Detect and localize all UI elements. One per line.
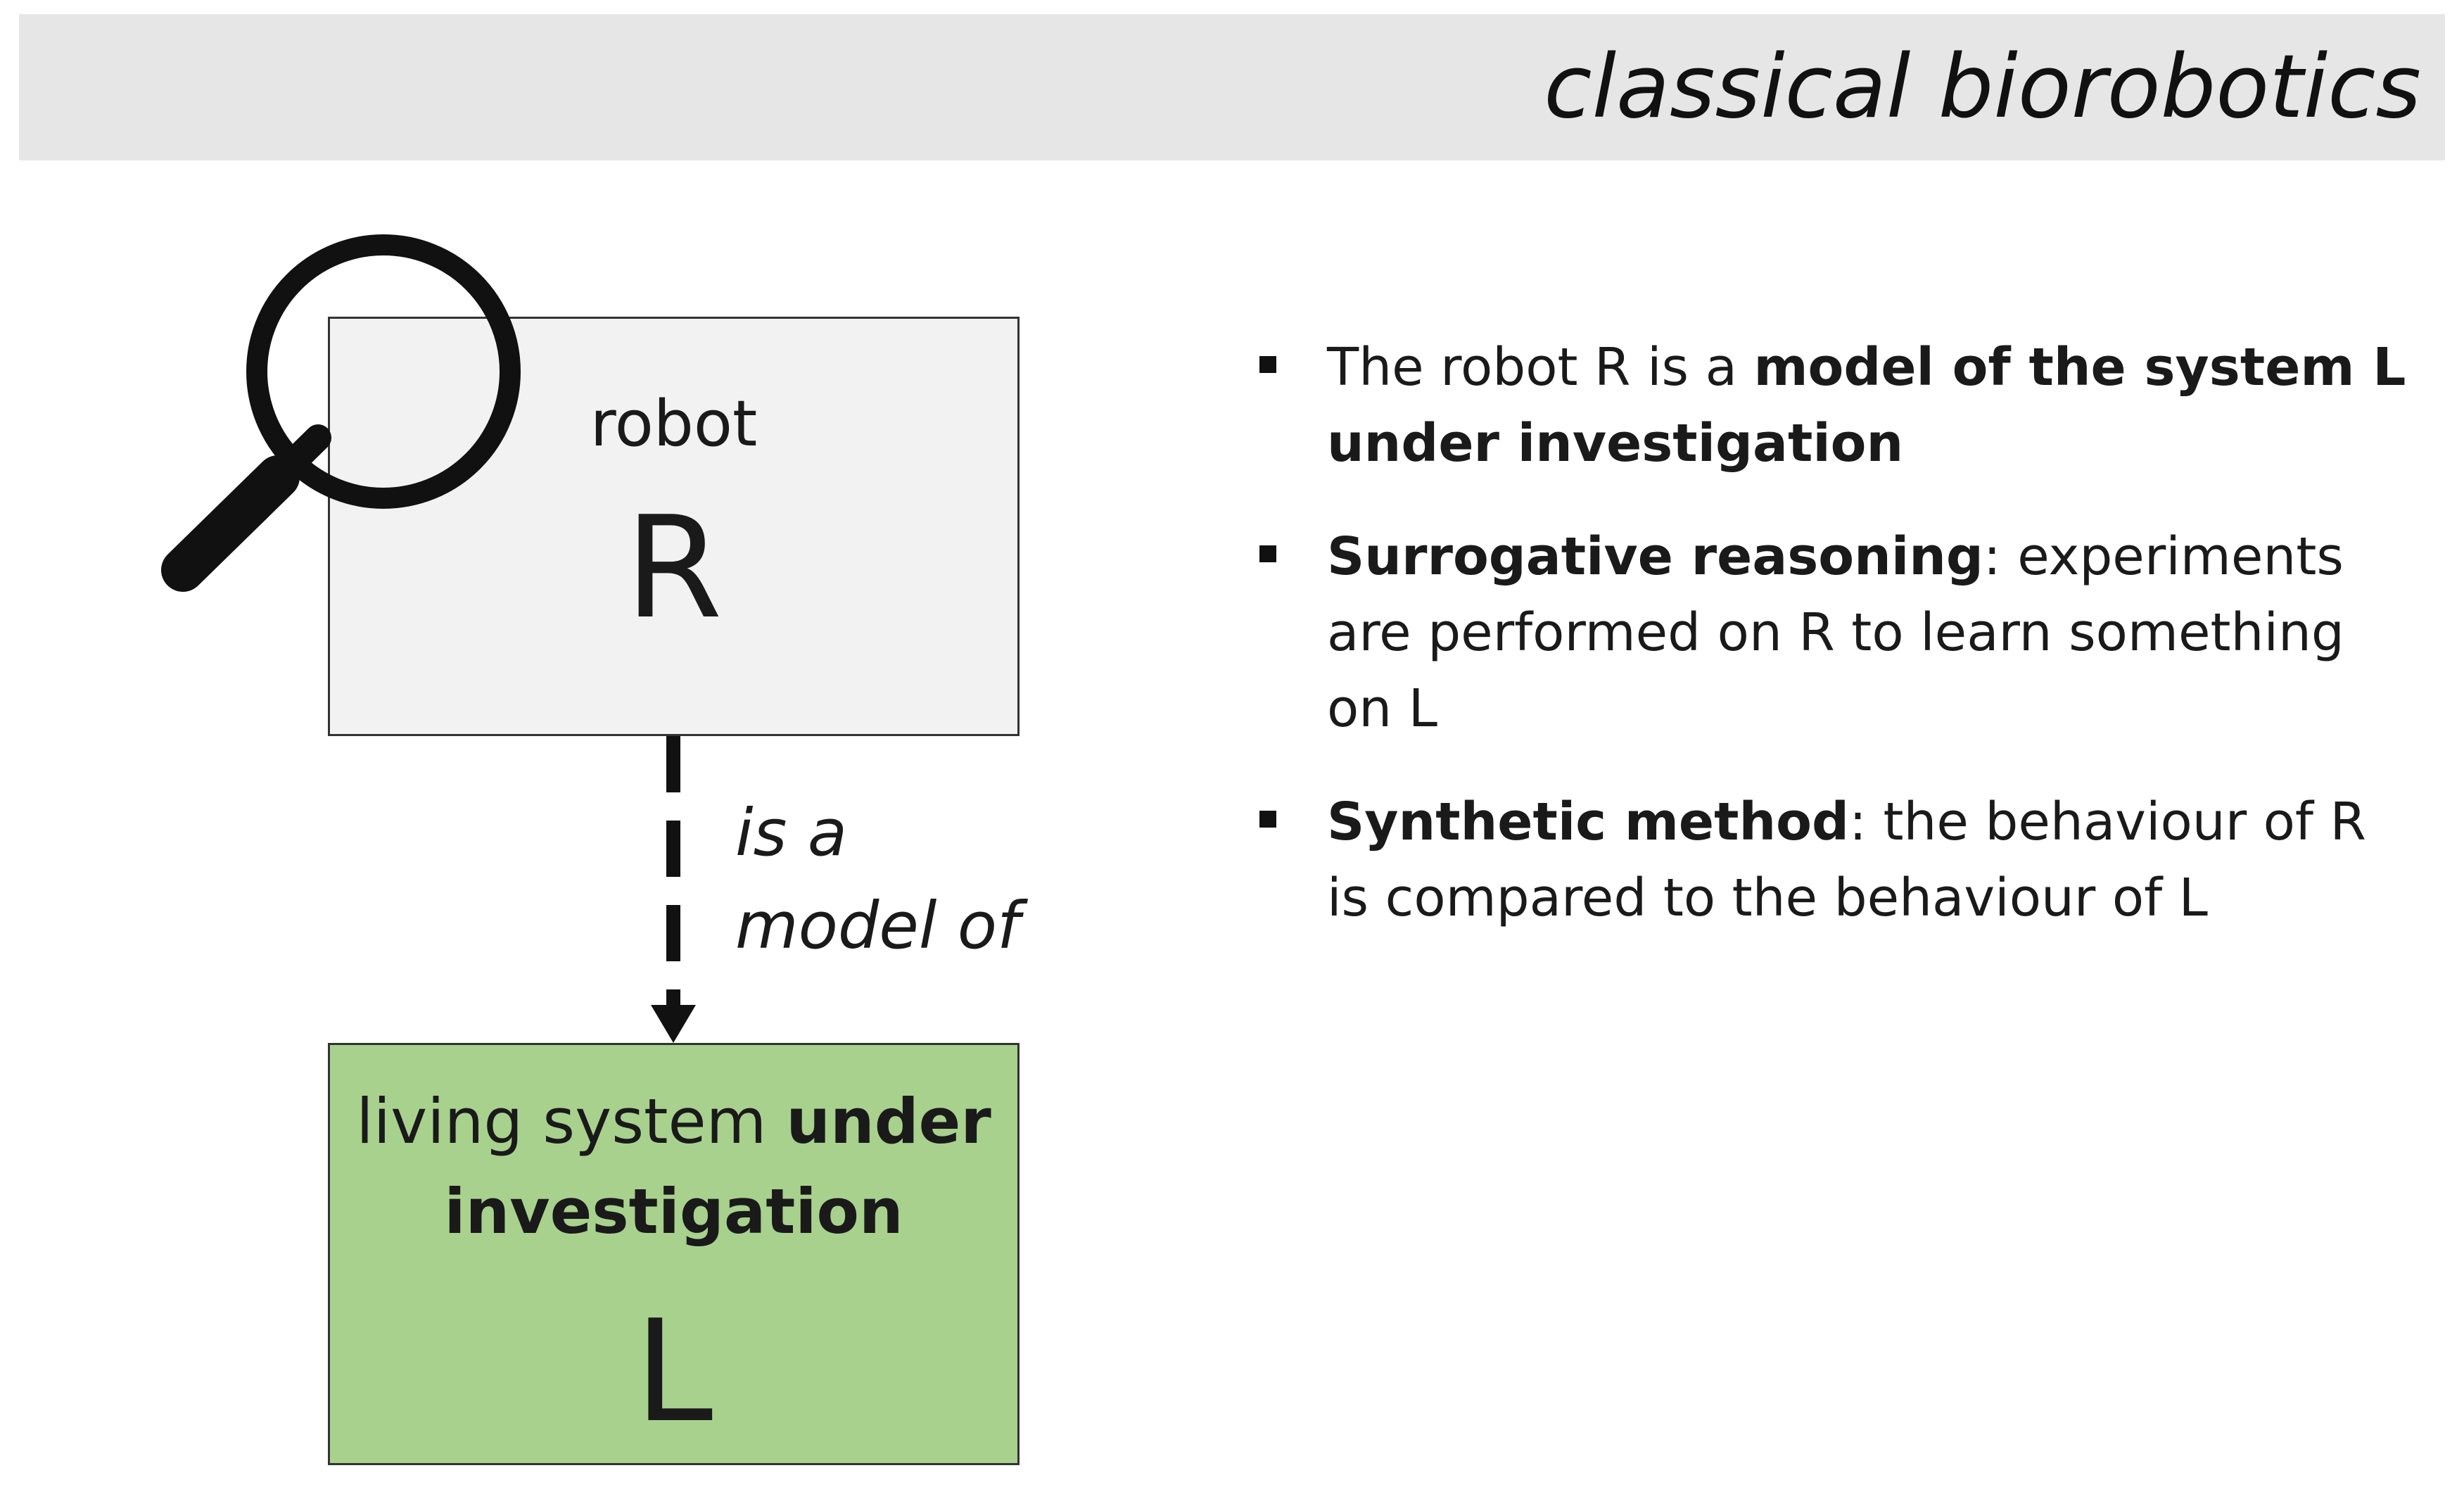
bullet-list: The robot R is a model of the system L u… [1259,329,2413,973]
bullet-item: Synthetic method: the behaviour of R is … [1259,784,2413,936]
bullet-square-icon [1259,545,1276,562]
robot-box: robot R [328,317,1020,736]
living-system-label-normal: living system [356,1085,787,1158]
living-system-box: living system under investigation L [328,1043,1020,1465]
robot-label: robot [590,387,758,461]
magnifying-glass-icon [161,234,521,592]
bullet-square-icon [1259,811,1276,828]
relation-label: is a model of [735,795,1020,963]
bullet-text-bold: Synthetic method [1327,792,1849,852]
living-system-letter: L [634,1290,713,1454]
bullet-square-icon [1259,356,1276,373]
bullet-item: Surrogative reasoning: experiments are p… [1259,519,2413,747]
bullet-text-post: : experiments are performed on R to lear… [1327,526,2344,739]
living-system-label-bold: under investigation [444,1085,991,1248]
bullet-text-bold: model of the system L under investigatio… [1327,337,2406,474]
bullet-text-post: : the behaviour of R is compared to the … [1327,792,2366,928]
header-band: classical biorobotics [19,14,2445,160]
bullet-text-bold: Surrogative reasoning [1327,526,1983,587]
model-relation-arrowhead [651,1005,696,1043]
slide-title: classical biorobotics [1544,37,2421,138]
bullet-text-pre: The robot R is a [1327,337,1754,398]
robot-letter: R [625,486,723,650]
bullet-item: The robot R is a model of the system L u… [1259,329,2413,481]
living-system-label: living system under investigation [330,1077,1017,1257]
